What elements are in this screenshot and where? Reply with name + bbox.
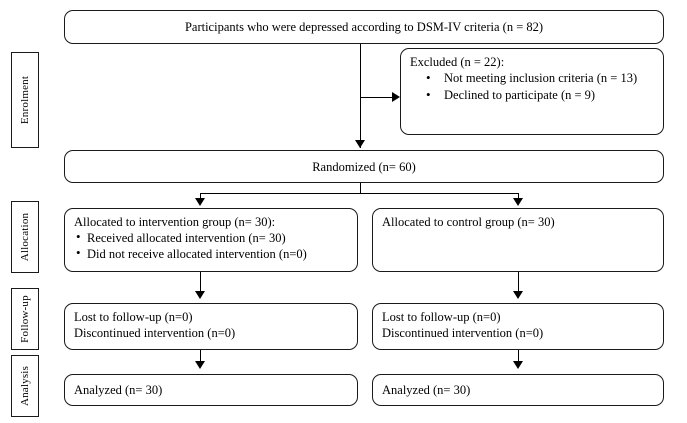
arrowhead-randomized xyxy=(355,140,365,148)
arrowhead-allocated-intervention xyxy=(195,198,205,206)
arrowhead-followup-intervention xyxy=(195,291,205,299)
connector-followup-to-analysis-left xyxy=(200,350,201,366)
box-followup-intervention: Lost to follow-up (n=0) Discontinued int… xyxy=(64,303,358,350)
arrowhead-analyzed-intervention xyxy=(195,361,205,369)
stage-label-allocation-text: Allocation xyxy=(19,212,31,262)
connector-followup-to-analysis-right xyxy=(518,350,519,366)
box-excluded-heading: Excluded (n = 22): xyxy=(410,55,505,69)
box-followup-intervention-line1: Lost to follow-up (n=0) xyxy=(74,310,193,324)
box-allocated-intervention-heading: Allocated to intervention group (n= 30): xyxy=(74,215,276,229)
list-item: Not meeting inclusion criteria (n = 13) xyxy=(410,69,655,87)
box-allocated-control: Allocated to control group (n= 30) xyxy=(372,208,664,272)
connector-allocation-to-followup-right xyxy=(518,272,519,295)
box-analyzed-control: Analyzed (n= 30) xyxy=(372,374,664,406)
box-followup-control: Lost to follow-up (n=0) Discontinued int… xyxy=(372,303,664,350)
list-item: Did not receive allocated intervention (… xyxy=(74,245,349,262)
stage-label-followup: Follow-up xyxy=(11,288,39,350)
list-item: Received allocated intervention (n= 30) xyxy=(74,229,349,246)
arrowhead-followup-control xyxy=(513,291,523,299)
box-analyzed-intervention-text: Analyzed (n= 30) xyxy=(74,383,163,397)
arrowhead-excluded xyxy=(392,92,400,102)
list-item: Declined to participate (n = 9) xyxy=(410,86,655,104)
box-analyzed-control-text: Analyzed (n= 30) xyxy=(382,383,471,397)
box-allocated-control-heading: Allocated to control group (n= 30) xyxy=(382,215,555,229)
box-excluded-list: Not meeting inclusion criteria (n = 13) … xyxy=(410,69,655,104)
arrowhead-allocated-control xyxy=(513,198,523,206)
stage-label-allocation: Allocation xyxy=(11,201,39,273)
connector-randomized-stem xyxy=(360,183,361,194)
box-analyzed-intervention: Analyzed (n= 30) xyxy=(64,374,358,406)
box-followup-intervention-line2: Discontinued intervention (n=0) xyxy=(74,326,236,340)
box-randomized-text: Randomized (n= 60) xyxy=(312,159,416,174)
box-allocated-intervention-list: Received allocated intervention (n= 30) … xyxy=(74,229,349,263)
box-allocated-intervention: Allocated to intervention group (n= 30):… xyxy=(64,208,358,272)
box-participants-assessed: Participants who were depressed accordin… xyxy=(64,10,664,44)
box-followup-control-line2: Discontinued intervention (n=0) xyxy=(382,326,544,340)
connector-randomized-split xyxy=(200,193,518,194)
stage-label-enrolment-text: Enrolment xyxy=(19,75,32,125)
box-excluded: Excluded (n = 22): Not meeting inclusion… xyxy=(400,48,664,135)
connector-assessed-to-randomized xyxy=(360,44,361,148)
box-randomized: Randomized (n= 60) xyxy=(64,150,664,183)
box-participants-assessed-text: Participants who were depressed accordin… xyxy=(184,20,544,34)
stage-label-analysis-text: Analysis xyxy=(19,365,32,407)
box-followup-control-line1: Lost to follow-up (n=0) xyxy=(382,310,501,324)
connector-assessed-to-excluded xyxy=(360,97,395,98)
arrowhead-analyzed-control xyxy=(513,361,523,369)
stage-label-analysis: Analysis xyxy=(11,355,39,417)
connector-allocation-to-followup-left xyxy=(200,272,201,295)
stage-label-followup-text: Follow-up xyxy=(19,295,32,343)
stage-label-enrolment: Enrolment xyxy=(11,52,39,148)
